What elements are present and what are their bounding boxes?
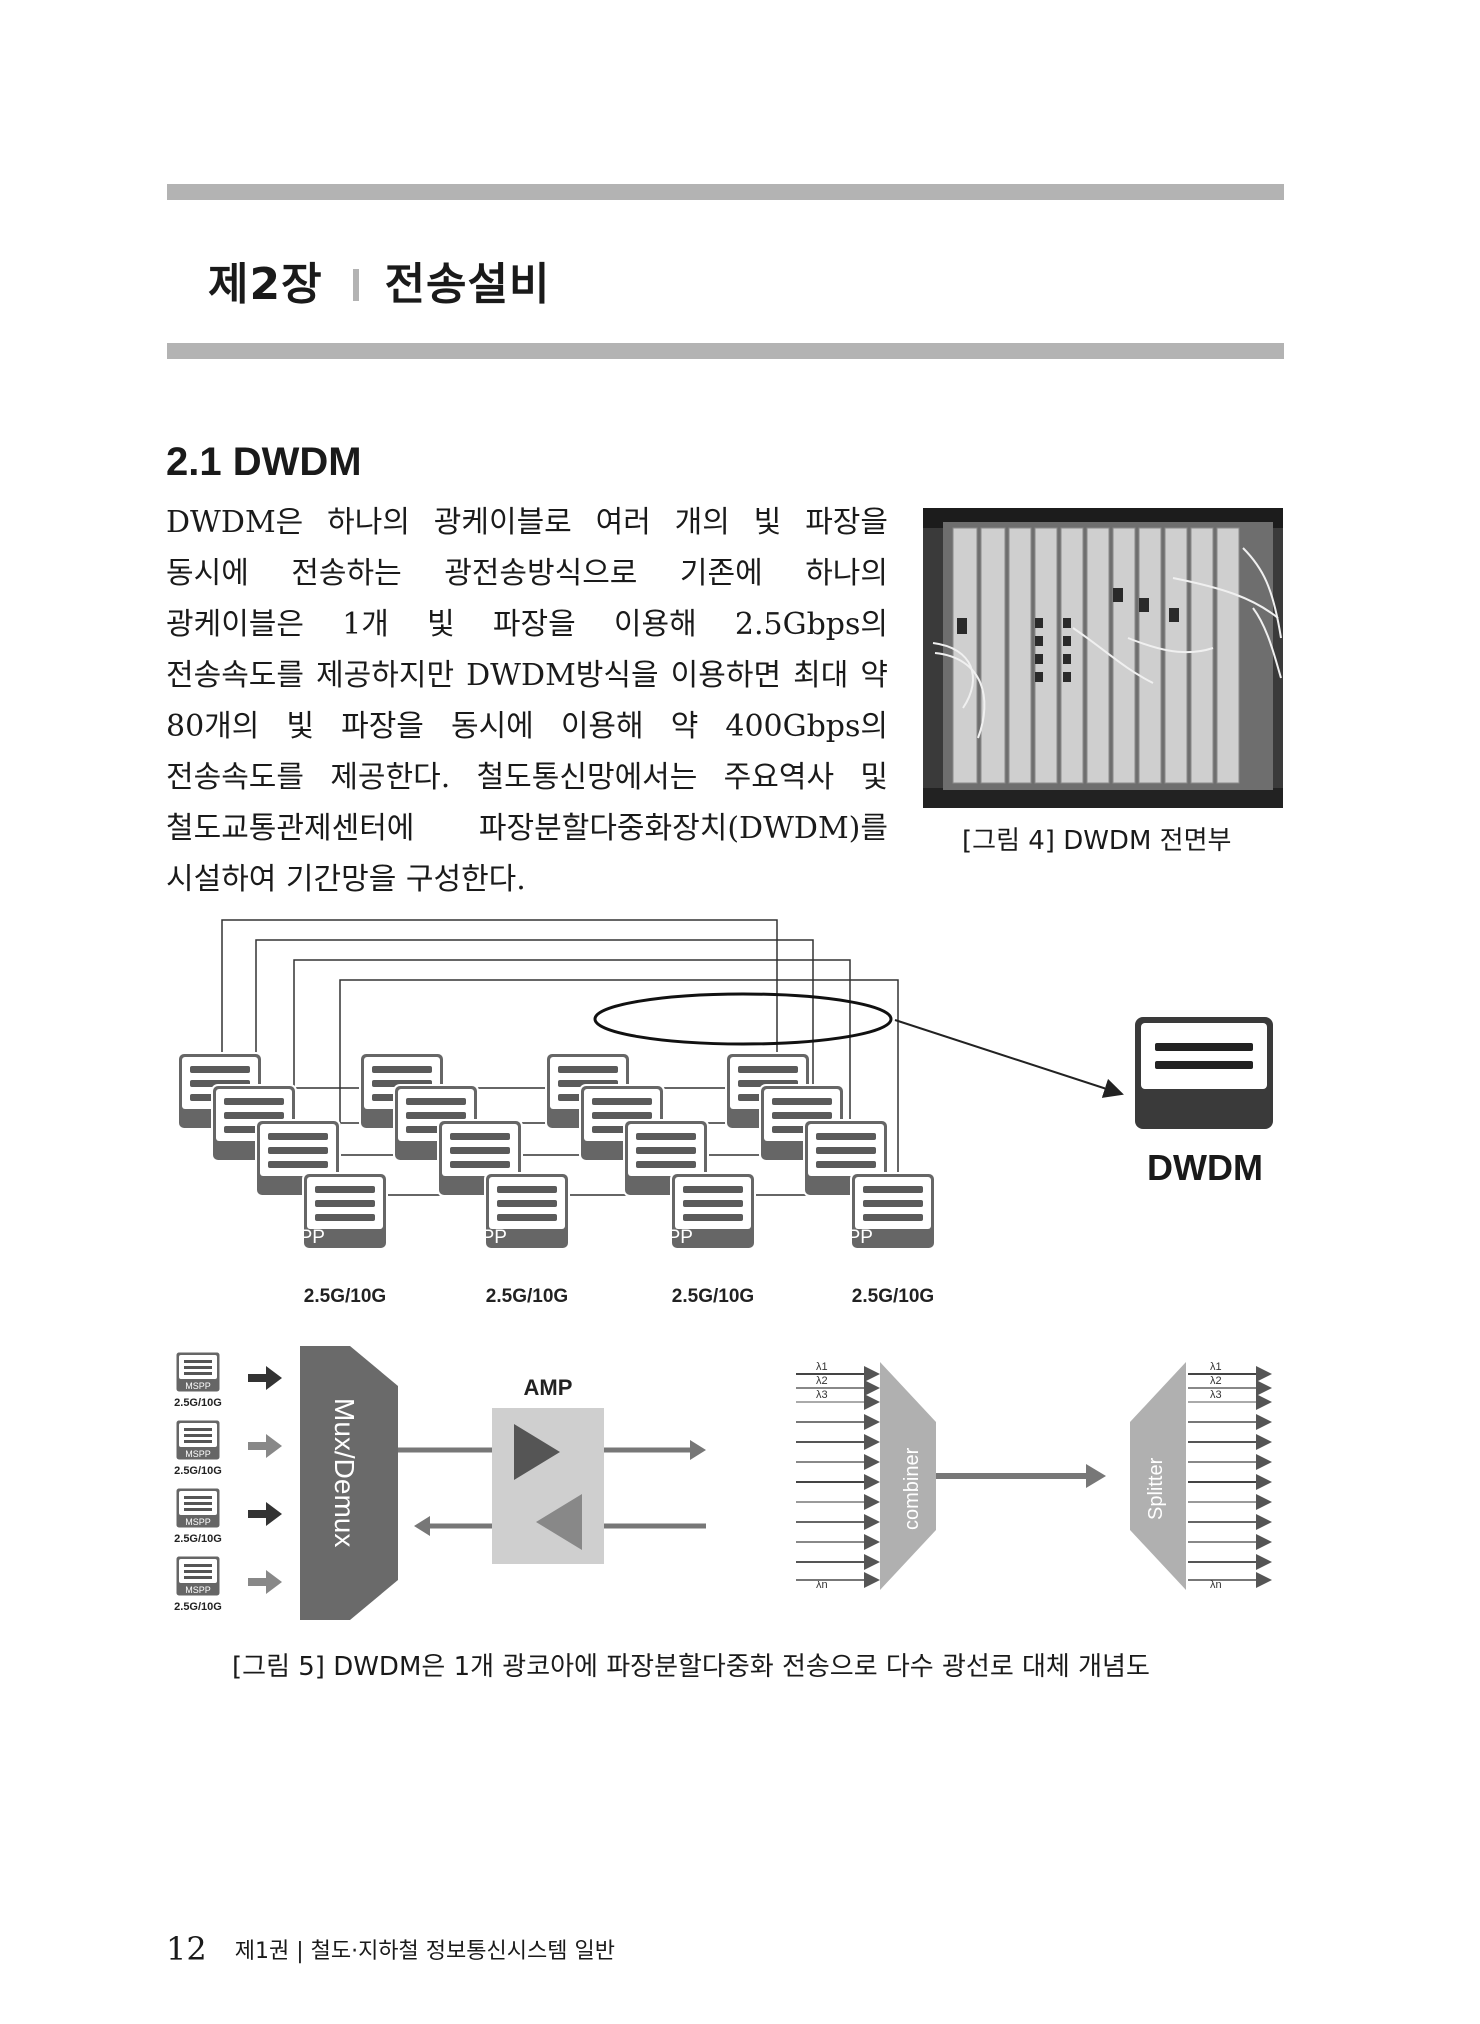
- footer-text: 제1권 | 철도·지하철 정보통신시스템 일반: [234, 1939, 615, 1964]
- mspp-label: MSPP: [271, 1227, 325, 1248]
- lambda-label: λn: [816, 1579, 828, 1591]
- mspp-label: MSPP: [866, 1249, 920, 1270]
- section-title: 2.1 DWDM: [166, 440, 362, 484]
- mspp-network-diagram: MSPP MSPP MSPP MSPP MSPP MSPP MSPP MSPP …: [177, 919, 1273, 1307]
- combiner-label: combiner: [901, 1447, 923, 1530]
- mini-mspp-label: MSPP: [185, 1449, 211, 1459]
- mini-rate-label: 2.5G/10G: [174, 1533, 222, 1545]
- figure4-caption: [그림 4] DWDM 전면부: [962, 826, 1232, 856]
- mini-mspp-label: MSPP: [185, 1517, 211, 1527]
- rate-label: 2.5G/10G: [304, 1286, 386, 1307]
- lambda-label: λ1: [1210, 1361, 1222, 1373]
- mspp-label: MSPP: [453, 1227, 507, 1248]
- dwdm-label: DWDM: [1147, 1147, 1263, 1188]
- splitter-label: Splitter: [1145, 1457, 1167, 1520]
- splitter-block: Splitter λ1 λ2 λ3 λn: [1130, 1361, 1272, 1591]
- lambda-label: λ2: [1210, 1375, 1222, 1387]
- amp-block: AMP: [398, 1375, 706, 1564]
- mini-mspp-column: MSPP MSPP MSPP MSPP 2.5G/10G 2.5G/10G 2.…: [174, 1351, 222, 1613]
- lambda-label: λ3: [816, 1389, 828, 1401]
- rate-label: 2.5G/10G: [672, 1286, 754, 1307]
- lambda-label: λ3: [1210, 1389, 1222, 1401]
- figure5-caption: [그림 5] DWDM은 1개 광코아에 파장분할다중화 전송으로 다수 광선로…: [232, 1652, 1150, 1682]
- mspp-label: MSPP: [500, 1249, 554, 1270]
- mspp-label: MSPP: [318, 1249, 372, 1270]
- dwdm-front-photo: [923, 508, 1283, 808]
- lambda-label: λ1: [816, 1361, 828, 1373]
- mini-rate-label: 2.5G/10G: [174, 1465, 222, 1477]
- top-rule: [167, 184, 1284, 200]
- mini-mspp-label: MSPP: [185, 1585, 211, 1595]
- mini-rate-label: 2.5G/10G: [174, 1601, 222, 1613]
- lambda-label: λn: [1210, 1579, 1222, 1591]
- rate-label: 2.5G/10G: [486, 1286, 568, 1307]
- mspp-label: MSPP: [686, 1249, 740, 1270]
- chapter-title: 전송설비: [384, 259, 551, 310]
- mux-demux-block: Mux/Demux: [300, 1346, 398, 1620]
- dwdm-device: DWDM: [1135, 1017, 1273, 1188]
- mspp-label: MSPP: [639, 1227, 693, 1248]
- wdm-transmission-diagram: MSPP MSPP MSPP MSPP 2.5G/10G 2.5G/10G 2.…: [174, 1346, 1272, 1620]
- mux-demux-label: Mux/Demux: [329, 1398, 360, 1547]
- chapter-label: 제2장: [208, 259, 323, 310]
- mini-rate-label: 2.5G/10G: [174, 1397, 222, 1409]
- page-footer: 12 제1권 | 철도·지하철 정보통신시스템 일반: [166, 1930, 615, 1968]
- chapter-heading: 제2장 전송설비: [208, 248, 551, 312]
- amp-label: AMP: [524, 1375, 573, 1400]
- combiner-block: λ1 λ2 λ3 λn combiner: [796, 1361, 936, 1591]
- mspp-label: MSPP: [819, 1227, 873, 1248]
- chapter-divider: [352, 269, 359, 301]
- bottom-rule: [167, 343, 1284, 359]
- rate-label: 2.5G/10G: [852, 1286, 934, 1307]
- lambda-label: λ2: [816, 1375, 828, 1387]
- page-number: 12: [166, 1930, 207, 1968]
- input-arrows: [248, 1366, 282, 1594]
- mini-mspp-label: MSPP: [185, 1381, 211, 1391]
- body-paragraph: DWDM은 하나의 광케이블로 여러 개의 빛 파장을 동시에 전송하는 광전송…: [166, 505, 888, 897]
